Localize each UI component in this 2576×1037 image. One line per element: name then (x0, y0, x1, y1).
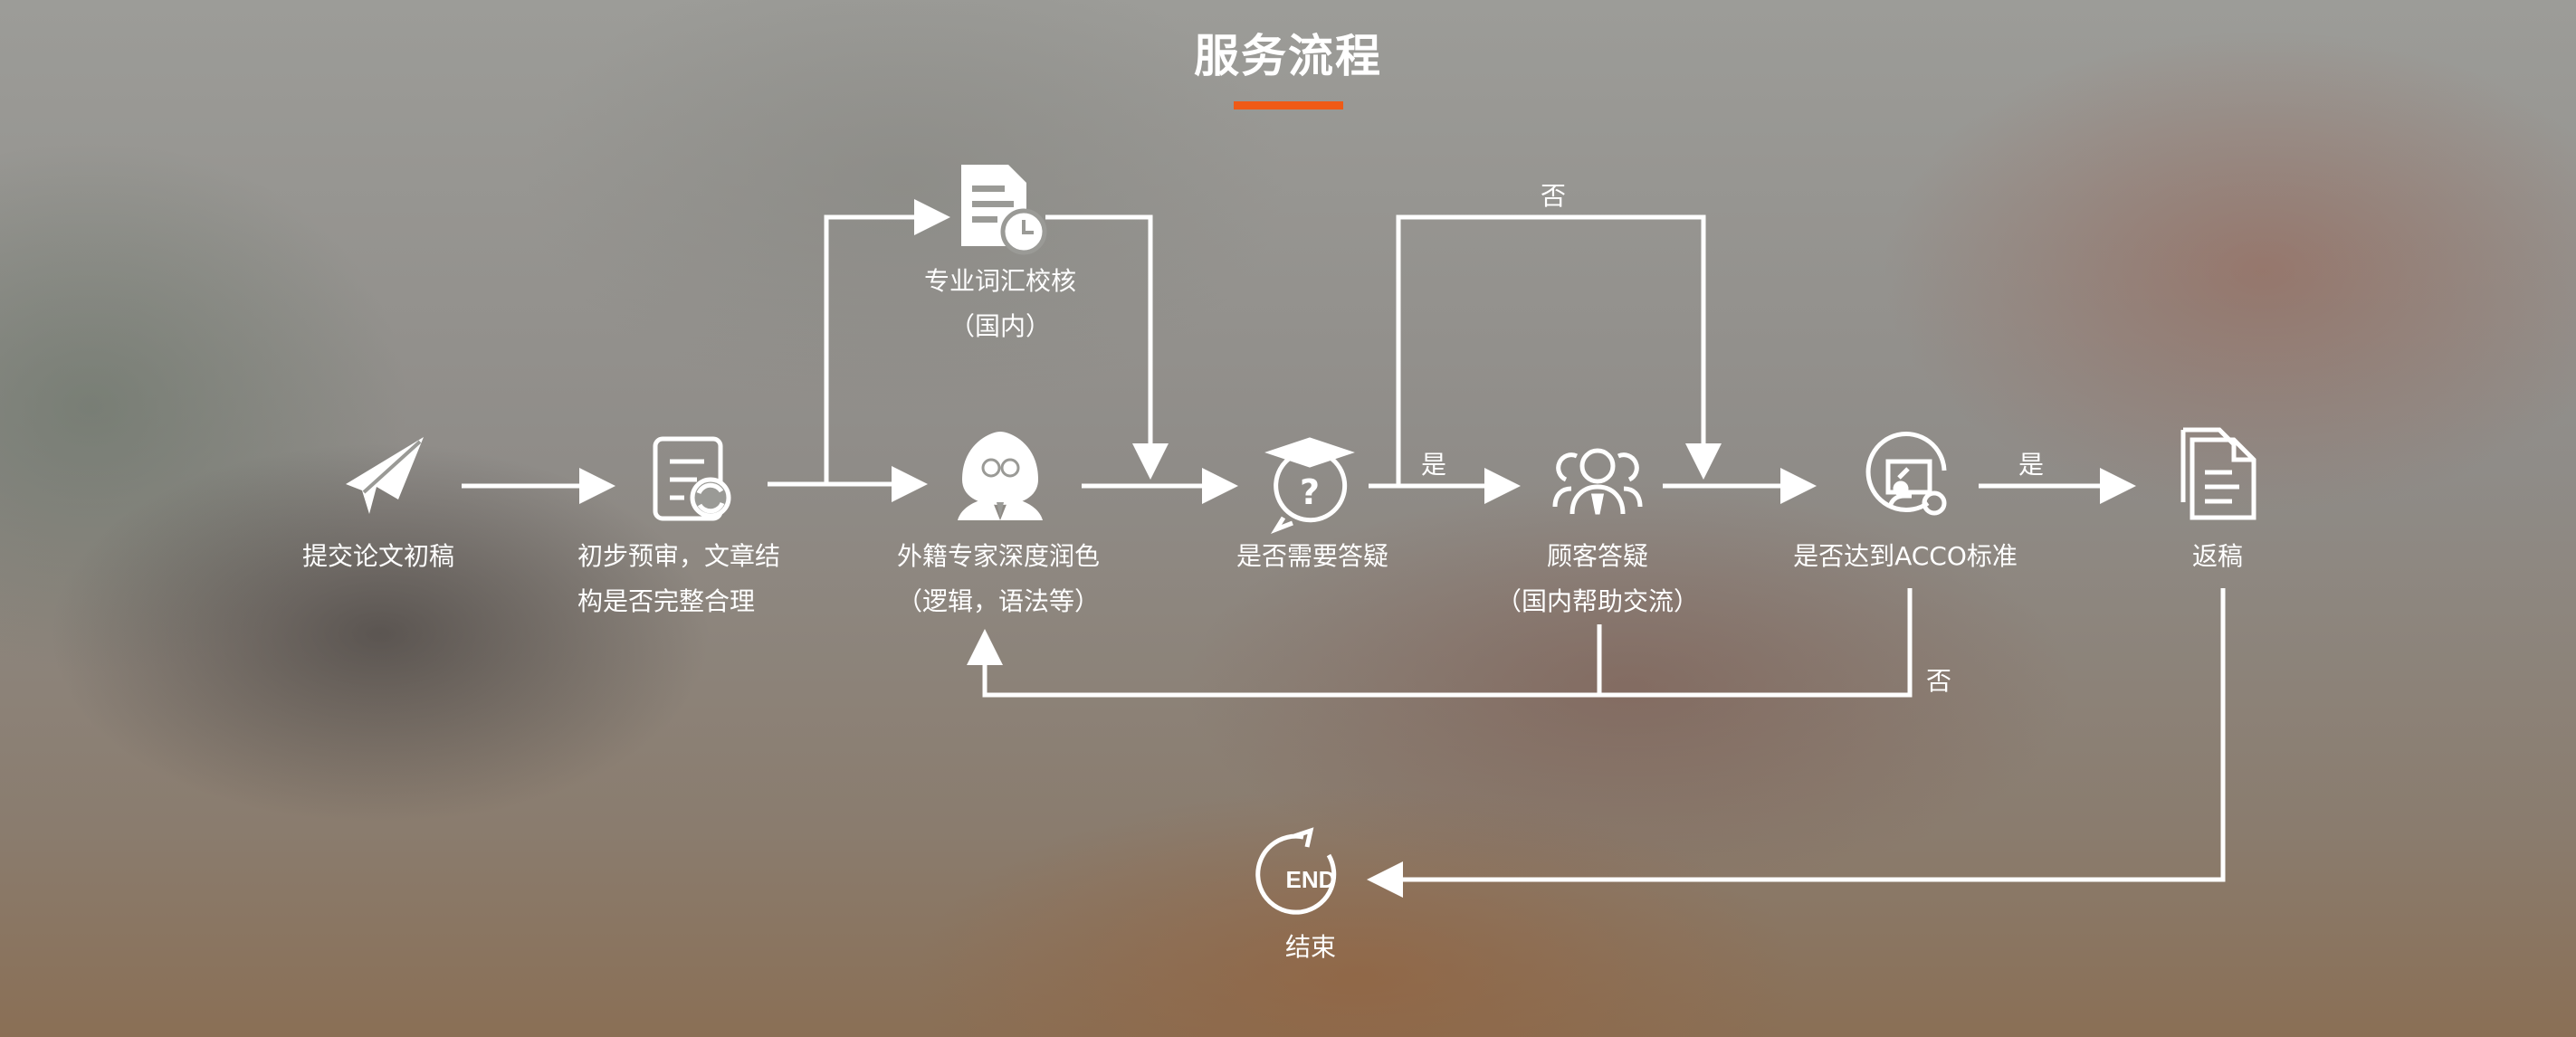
edge-return-end (1403, 588, 2226, 882)
edge-label-standard-no: 否 (1926, 666, 1952, 696)
arrowhead-back-expert (967, 629, 1003, 665)
graduation-question-icon: ? (1264, 437, 1355, 535)
edge-standard-no (982, 588, 1913, 698)
label-question: 是否需要答疑 (1236, 541, 1388, 571)
end-icon-text: END (1286, 866, 1336, 893)
svg-text:?: ? (1300, 472, 1320, 512)
edge-label-standard-yes: 是 (2018, 450, 2045, 480)
document-clock-icon (961, 165, 1047, 255)
expert-person-icon (958, 432, 1043, 520)
arrowhead-review-expert (892, 466, 928, 502)
edge-label-question-no: 否 (1541, 181, 1567, 211)
documents-icon (2180, 427, 2256, 520)
edge-vocab-question (1045, 214, 1153, 443)
arrowhead-question-no (1685, 443, 1722, 480)
arrowhead-submit-review (579, 468, 615, 504)
arrowhead-standard-return (2100, 468, 2136, 504)
edge-review-vocab (824, 214, 914, 484)
arrowhead-return-end (1367, 861, 1403, 898)
paper-plane-icon (346, 437, 424, 514)
arrowhead-qa-standard (1780, 468, 1817, 504)
edge-question-no (1396, 214, 1706, 486)
customer-group-icon (1552, 448, 1643, 515)
label-end: 结束 (1284, 932, 1336, 962)
label-qa: 顾客答疑 （国内帮助交流） (1495, 541, 1699, 616)
label-return: 返稿 (2191, 541, 2243, 571)
end-circle-icon: END (1255, 827, 1337, 915)
arrowhead-vocab-question (1132, 443, 1169, 480)
board-check-icon (1865, 432, 1947, 516)
label-expert: 外籍专家深度润色 （逻辑，语法等） (896, 541, 1100, 616)
edge-label-question-yes: 是 (1421, 450, 1447, 480)
label-review: 初步预审，文章结 构是否完整合理 (577, 541, 781, 616)
arrowhead-expert-question (1202, 468, 1238, 504)
page-title: 服务流程 (1194, 30, 1382, 82)
title-underline (1234, 101, 1343, 109)
document-refresh-icon (653, 436, 731, 521)
label-vocab: 专业词汇校核 （国内） (923, 266, 1076, 341)
label-standard: 是否达到ACCO标准 (1793, 541, 2018, 571)
arrowhead-review-vocab (914, 199, 950, 235)
label-submit: 提交论文初稿 (301, 541, 454, 571)
arrowhead-question-qa (1484, 468, 1521, 504)
